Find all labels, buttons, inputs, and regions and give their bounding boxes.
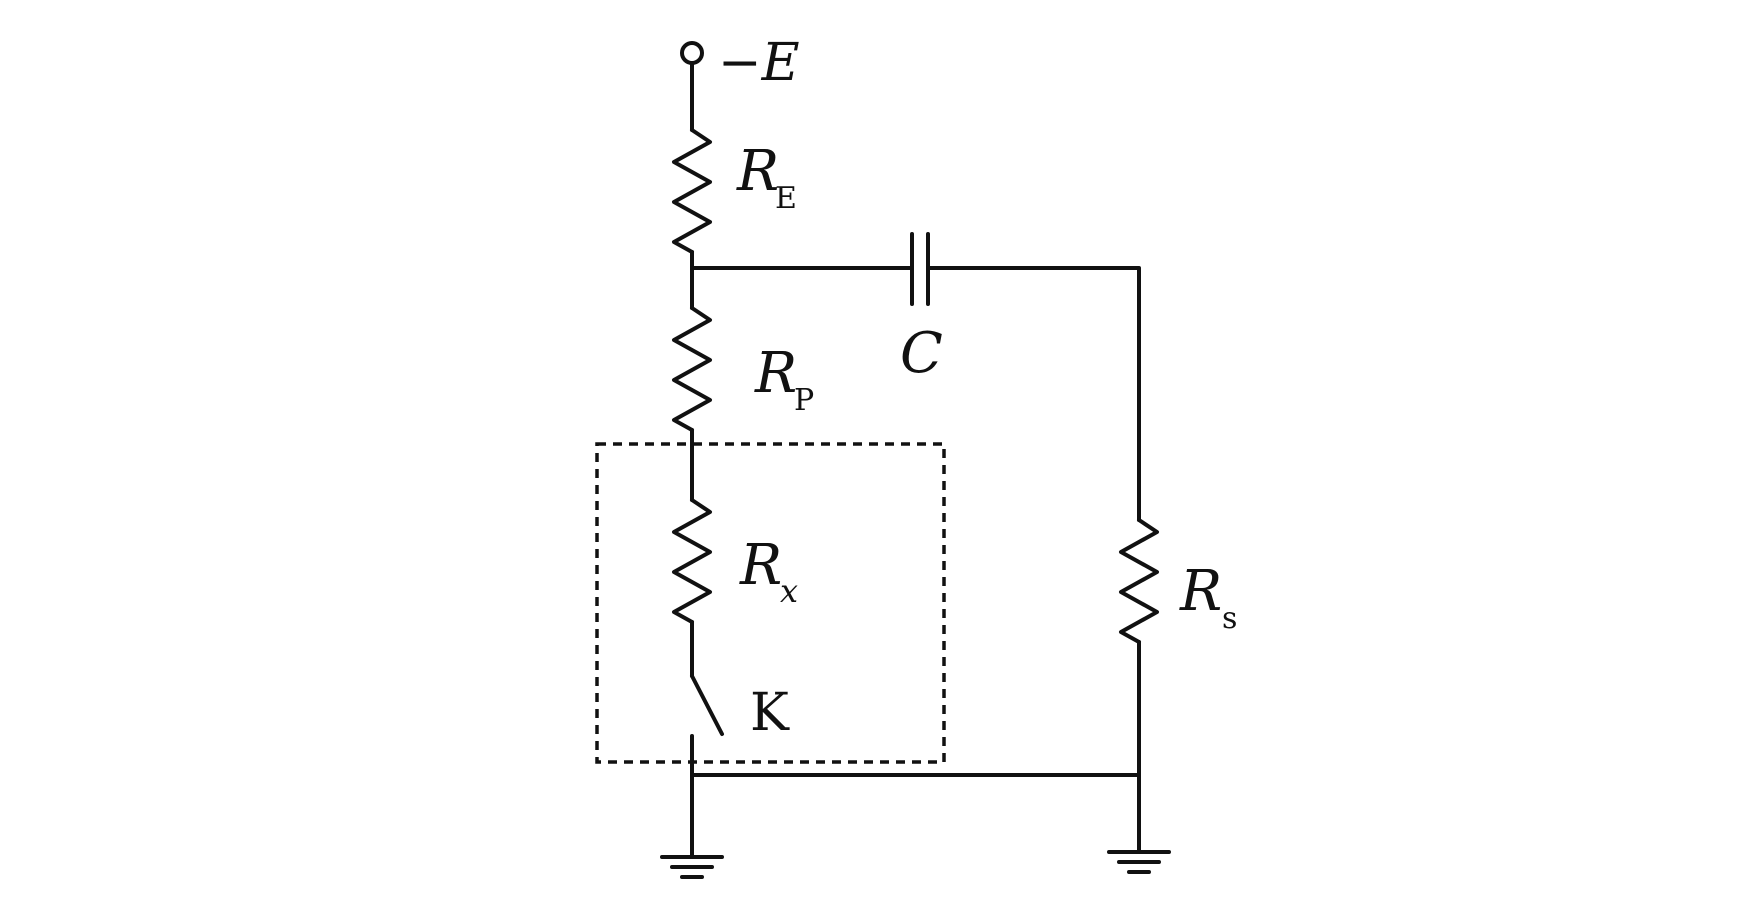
switch-blade bbox=[690, 674, 724, 736]
resistor-rx bbox=[672, 498, 712, 624]
switch-label: K bbox=[750, 683, 790, 743]
re-subscript: E bbox=[775, 181, 797, 216]
rp-symbol: R bbox=[754, 341, 797, 406]
ground-icon-right bbox=[1107, 850, 1171, 874]
rx-subscript: x bbox=[780, 572, 798, 610]
wire-capacitor-to-rs bbox=[926, 266, 1141, 522]
supply-label: −E bbox=[718, 33, 800, 93]
ground-icon-left bbox=[660, 855, 724, 879]
re-symbol: R bbox=[736, 139, 779, 204]
resistor-rs bbox=[1119, 518, 1159, 644]
capacitor-label: C bbox=[900, 321, 943, 386]
resistor-rp bbox=[672, 306, 712, 432]
rx-symbol: R bbox=[739, 533, 782, 598]
rp-subscript: P bbox=[794, 383, 814, 418]
resistor-re bbox=[672, 128, 712, 254]
rs-symbol: R bbox=[1179, 559, 1222, 624]
supply-terminal bbox=[680, 41, 704, 65]
dashed-enclosure bbox=[595, 442, 946, 764]
rs-subscript: s bbox=[1222, 601, 1237, 636]
